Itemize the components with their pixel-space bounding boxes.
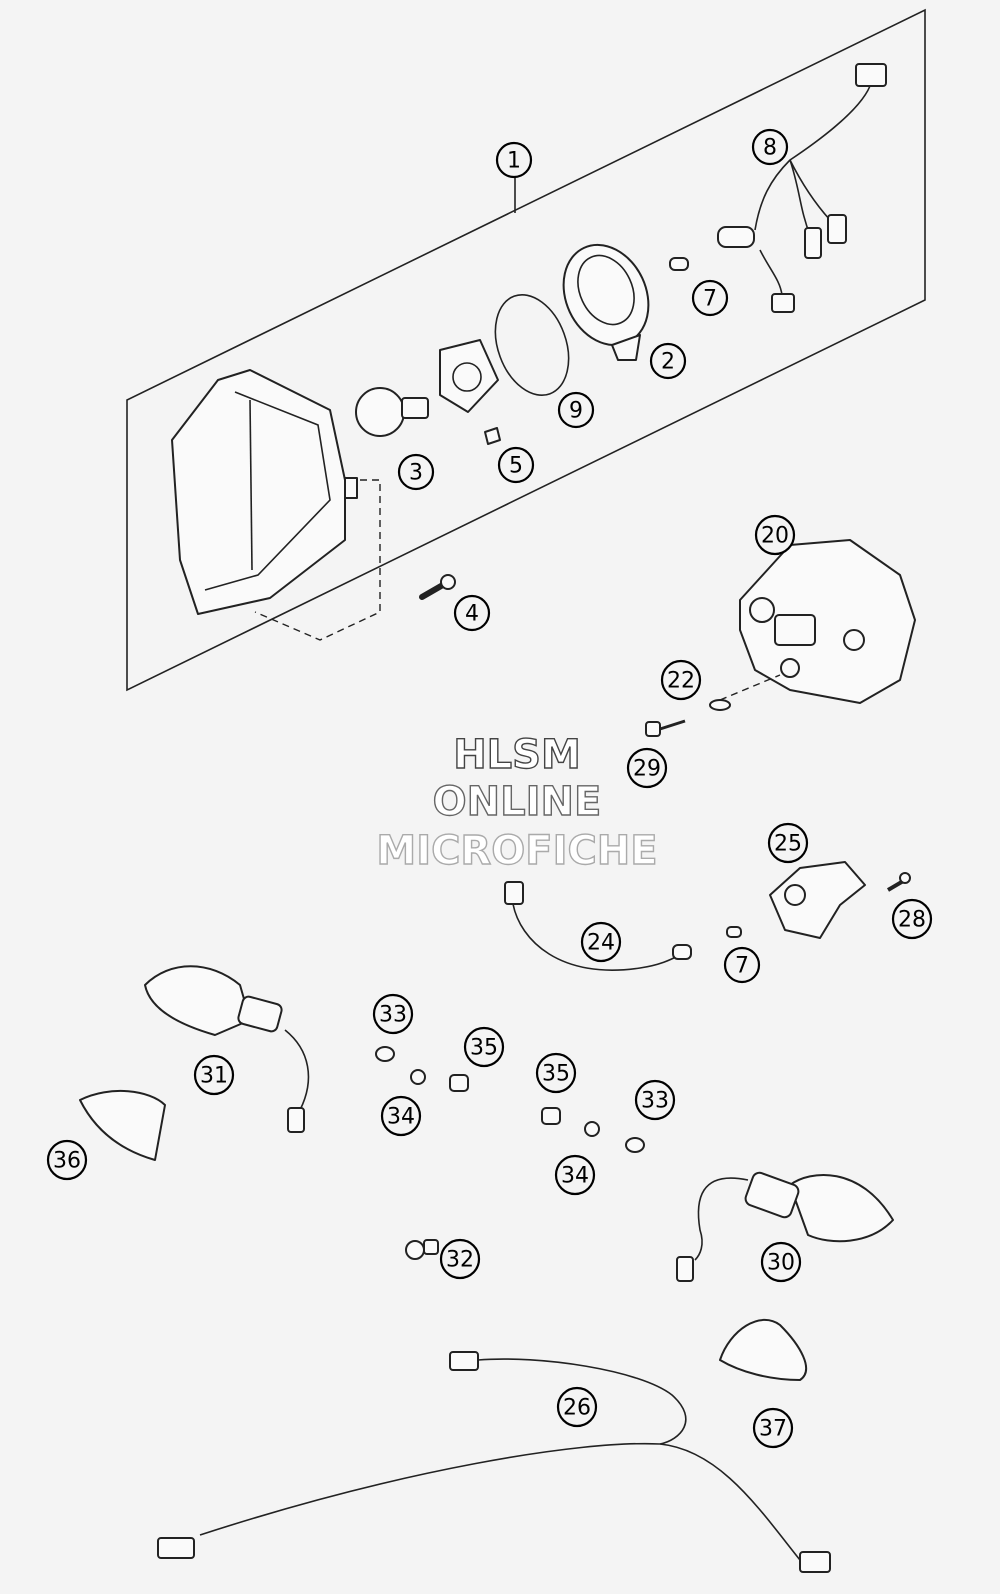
callout-33[interactable]: 33 [634, 1079, 676, 1121]
spring-clip[interactable] [484, 427, 501, 445]
svg-text:4: 4 [465, 602, 479, 627]
watermark: HLSM ONLINE MICROFICHE [376, 731, 659, 874]
callout-34[interactable]: 34 [380, 1095, 422, 1137]
parking-bulb[interactable] [669, 257, 689, 271]
washer[interactable] [709, 699, 731, 711]
svg-text:33: 33 [379, 1003, 407, 1028]
headlight-bulb[interactable] [355, 387, 429, 437]
headlight-mask[interactable] [171, 369, 358, 615]
turn-signal-lens[interactable] [79, 1089, 166, 1161]
callout-20[interactable]: 20 [754, 514, 796, 556]
svg-text:1: 1 [507, 149, 521, 174]
parking-bulb[interactable] [726, 926, 742, 938]
svg-text:28: 28 [898, 908, 926, 933]
svg-text:26: 26 [563, 1396, 591, 1421]
watermark-line-3: MICROFICHE [376, 828, 657, 874]
assembly-frame [126, 8, 926, 692]
turn-signal-lens[interactable] [719, 1319, 807, 1381]
nut[interactable] [449, 1074, 469, 1092]
svg-text:32: 32 [446, 1248, 474, 1273]
screw[interactable] [886, 872, 911, 892]
callout-26[interactable]: 26 [556, 1386, 598, 1428]
svg-text:7: 7 [735, 954, 749, 979]
nut-screw[interactable] [645, 719, 686, 737]
svg-text:37: 37 [759, 1417, 787, 1442]
svg-text:36: 36 [53, 1149, 81, 1174]
callout-7[interactable]: 7 [691, 279, 729, 317]
seal-ring[interactable] [482, 285, 581, 406]
washer[interactable] [625, 1137, 645, 1153]
lock-washer[interactable] [410, 1069, 426, 1085]
callout-25[interactable]: 25 [767, 822, 809, 864]
svg-text:30: 30 [767, 1251, 795, 1276]
instrument-housing[interactable] [739, 539, 916, 704]
callout-34[interactable]: 34 [554, 1154, 596, 1196]
bulb-holder[interactable] [439, 339, 499, 413]
svg-text:24: 24 [587, 931, 615, 956]
svg-text:34: 34 [561, 1164, 589, 1189]
callout-30[interactable]: 30 [760, 1241, 802, 1283]
callout-32[interactable]: 32 [439, 1238, 481, 1280]
callout-35[interactable]: 35 [535, 1052, 577, 1094]
svg-text:9: 9 [569, 399, 583, 424]
callout-22[interactable]: 22 [660, 659, 702, 701]
turn-signal-wiring[interactable] [157, 1351, 831, 1573]
turn-signal-left[interactable] [144, 965, 310, 1133]
headlight-wiring[interactable] [717, 63, 887, 313]
svg-text:8: 8 [763, 136, 777, 161]
callout-9[interactable]: 9 [557, 391, 595, 429]
callout-29[interactable]: 29 [626, 747, 668, 789]
svg-text:33: 33 [641, 1089, 669, 1114]
callout-5[interactable]: 5 [497, 446, 535, 484]
lock-washer[interactable] [584, 1121, 600, 1137]
svg-text:5: 5 [509, 454, 523, 479]
screw[interactable] [419, 574, 456, 600]
washer[interactable] [375, 1046, 395, 1062]
watermark-line-2: ONLINE [433, 779, 602, 825]
svg-text:31: 31 [200, 1064, 228, 1089]
svg-text:29: 29 [633, 757, 661, 782]
callout-8[interactable]: 8 [751, 128, 789, 166]
wire-harness-small[interactable] [504, 881, 692, 971]
callout-3[interactable]: 3 [397, 453, 435, 491]
svg-text:7: 7 [703, 287, 717, 312]
svg-text:3: 3 [409, 461, 423, 486]
dashed-guide [254, 479, 381, 641]
license-lamp[interactable] [769, 861, 866, 939]
svg-text:2: 2 [661, 350, 675, 375]
callout-35[interactable]: 35 [463, 1026, 505, 1068]
turn-signal-right[interactable] [676, 1171, 894, 1282]
svg-text:35: 35 [470, 1036, 498, 1061]
watermark-line-1: HLSM [453, 732, 581, 778]
callout-28[interactable]: 28 [891, 898, 933, 940]
callout-37[interactable]: 37 [752, 1407, 794, 1449]
turn-signal-bulb[interactable] [405, 1239, 439, 1260]
svg-text:22: 22 [667, 669, 695, 694]
callout-1[interactable]: 1 [495, 141, 533, 179]
callout-24[interactable]: 24 [580, 921, 622, 963]
dashed-guide [719, 674, 781, 701]
callout-33[interactable]: 33 [372, 993, 414, 1035]
callout-36[interactable]: 36 [46, 1139, 88, 1181]
rubber-boot[interactable] [548, 231, 664, 361]
callout-4[interactable]: 4 [453, 594, 491, 632]
callout-2[interactable]: 2 [649, 342, 687, 380]
svg-text:20: 20 [761, 524, 789, 549]
svg-text:25: 25 [774, 832, 802, 857]
nut[interactable] [541, 1107, 561, 1125]
callout-7[interactable]: 7 [723, 946, 761, 984]
callout-31[interactable]: 31 [193, 1054, 235, 1096]
svg-text:34: 34 [387, 1105, 415, 1130]
svg-text:35: 35 [542, 1062, 570, 1087]
